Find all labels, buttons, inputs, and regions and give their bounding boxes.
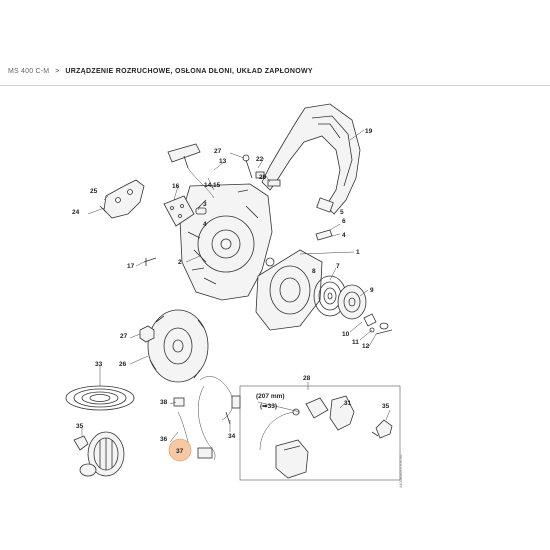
callout-7[interactable]: 7 [336,263,340,270]
callout-9[interactable]: 9 [370,287,374,294]
callout-27[interactable]: 27 [120,333,128,340]
callout-37[interactable]: 37 [176,448,184,455]
callout-12[interactable]: 12 [362,343,370,350]
inset-frame [239,385,401,481]
callout-6[interactable]: 6 [342,218,346,225]
spark-plug-boot-drawing [329,395,355,431]
callout-11[interactable]: 11 [352,339,359,346]
air-filter-drawing [73,431,125,477]
rope-rotor-drawing [337,284,367,320]
starter-grip-drawing [167,143,215,199]
callout-10[interactable]: 10 [342,331,350,338]
callout-14-15[interactable]: 14,15 [204,182,221,189]
callout-35a[interactable]: 35 [76,423,84,430]
breadcrumb-separator-icon: > [55,68,60,75]
callout-3[interactable]: 3 [203,201,207,208]
breadcrumb-model[interactable]: MS 400 C-M [8,68,50,75]
callout-8[interactable]: 8 [312,268,316,275]
callout-1[interactable]: 1 [356,249,360,256]
gasket-plate-drawing [163,195,195,227]
flywheel-drawing [147,309,209,383]
callout-20[interactable]: 20 [259,174,267,181]
callout-33[interactable]: 33 [95,361,103,368]
page-title: URZĄDZENIE ROZRUCHOWE, OSŁONA DŁONI, UKŁ… [65,68,313,75]
ignition-wiring-drawing [173,376,241,461]
callout-38[interactable]: 38 [160,399,168,406]
inset-length: (207 mm) [256,393,285,400]
callout-26[interactable]: 26 [119,361,127,368]
callout-24[interactable]: 24 [72,209,80,216]
bracket-drawing [99,179,145,219]
ignition-coil-drawing [259,397,329,479]
highlight-circle[interactable] [168,438,192,462]
callout-22[interactable]: 22 [256,156,264,163]
plug-drawing [195,207,207,215]
callout-36[interactable]: 36 [160,436,168,443]
divider [0,85,550,86]
callout-17[interactable]: 17 [127,263,135,270]
leader-lines [81,129,391,443]
highlight-37[interactable]: 37 [168,438,192,462]
fittings-drawing [237,154,281,193]
small-hardware-drawing [363,313,393,335]
callout-34[interactable]: 34 [228,433,236,440]
spark-plug-drawing [371,419,393,439]
callout-5[interactable]: 5 [340,209,344,216]
starter-cover-drawing [255,249,323,331]
screw-drawing [143,257,157,266]
callout-31[interactable]: 31 [344,400,352,407]
callout-19[interactable]: 19 [365,128,373,135]
callout-4[interactable]: 4 [203,221,207,228]
callout-4b[interactable]: 4 [342,232,346,239]
hand-guard-drawing [261,103,361,215]
inset-ref: (➡33) [260,403,277,410]
pin-drawing [315,229,333,241]
nut-drawing [139,325,155,343]
callout-28[interactable]: 28 [303,375,311,382]
callout-25[interactable]: 25 [90,188,98,195]
callout-23[interactable]: 27 [214,148,222,155]
callouts: 19 27 22 20 13 14,15 16 3 4 2 25 24 17 5… [72,128,390,443]
cable-coil-drawing [65,385,135,411]
drawing-id: 4400BA013 KN-40 [398,454,403,488]
callout-16[interactable]: 16 [172,183,180,190]
breadcrumb: MS 400 C-M > URZĄDZENIE ROZRUCHOWE, OSŁONA… [8,68,313,75]
callout-35b[interactable]: 35 [382,403,390,410]
callout-13[interactable]: 13 [219,158,227,165]
callout-2[interactable]: 2 [178,259,182,266]
